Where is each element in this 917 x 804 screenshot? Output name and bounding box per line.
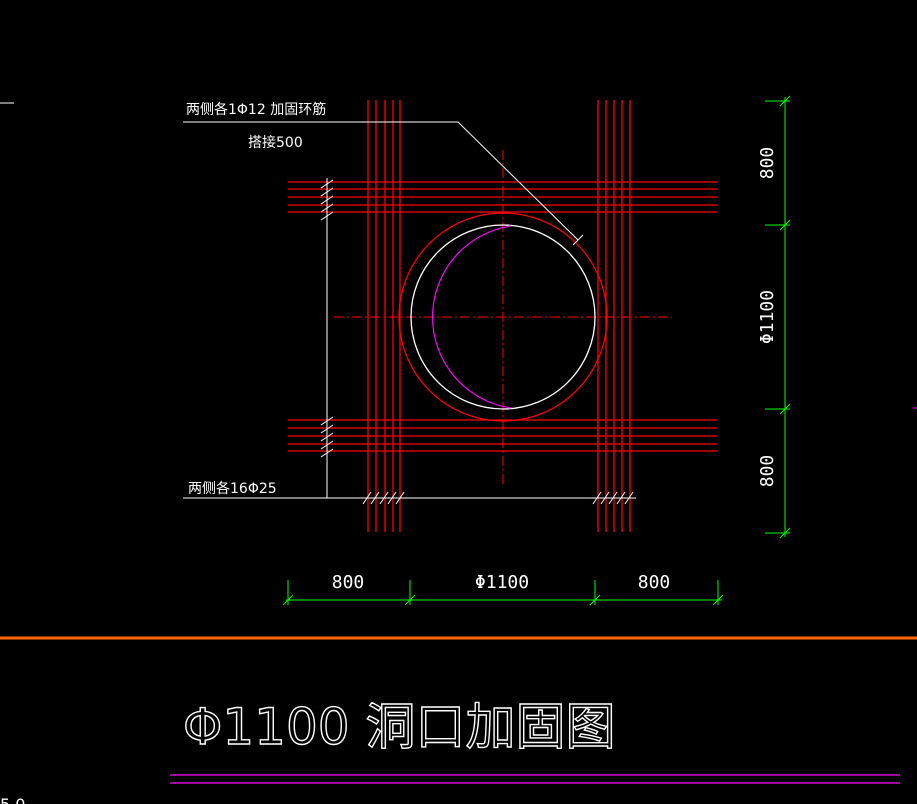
right-dimension-chain xyxy=(765,95,791,539)
dim-bottom-center: Φ1100 xyxy=(475,572,529,593)
note-main-rebar: 两侧各16Φ25 xyxy=(188,481,277,497)
note-ring-rebar-line2: 搭接500 xyxy=(248,134,303,151)
opening-inner-arc xyxy=(432,225,512,409)
rebar-vertical-left xyxy=(367,100,401,532)
dim-bottom-left: 800 xyxy=(332,572,365,593)
opening-center-lines xyxy=(334,150,672,487)
dim-right-bottom: 800 xyxy=(757,455,778,488)
note-ring-rebar-line1: 两侧各1Φ12 加固环筋 xyxy=(186,101,326,118)
ring-rebar-leader xyxy=(183,121,584,246)
drawing-title: Φ1100 洞口加固图 xyxy=(183,698,616,756)
break-marks xyxy=(320,179,634,505)
rebar-vertical-right xyxy=(597,100,631,532)
bottom-dimension-chain xyxy=(282,580,724,606)
dim-bottom-right: 800 xyxy=(638,572,671,593)
dim-right-center: Φ1100 xyxy=(757,290,778,344)
scale-fragment: 5 0 xyxy=(0,795,25,804)
opening-outline xyxy=(410,224,596,410)
reinforcement-ring xyxy=(398,212,608,422)
dim-right-top: 800 xyxy=(757,147,778,180)
